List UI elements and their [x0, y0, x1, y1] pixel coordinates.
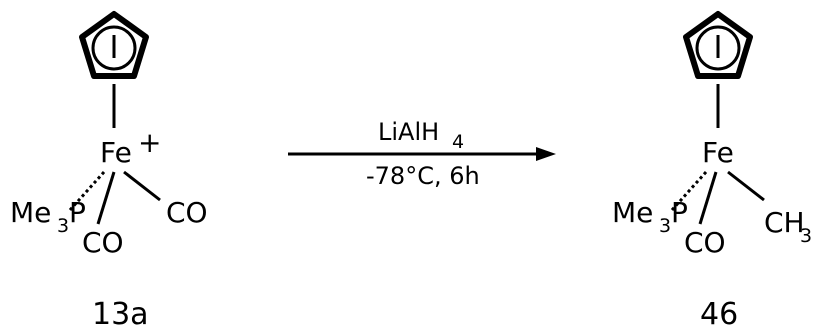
reactant-13a: Fe + Me 3 P CO CO 13a	[10, 11, 208, 332]
phosphine-sub-product: 3	[659, 215, 671, 237]
compound-label-46: 46	[700, 297, 738, 332]
co-bottom-product: CO	[684, 226, 726, 259]
compound-label-13a: 13a	[92, 297, 149, 332]
phosphine-sub-reactant: 3	[57, 215, 69, 237]
phosphine-me-product: Me	[612, 196, 653, 229]
cp-ring-reactant	[79, 11, 149, 79]
fe-atom-product: Fe	[702, 136, 734, 169]
fe-atom-reactant: Fe	[100, 136, 132, 169]
reaction-arrow-group: LiAlH 4 -78°C, 6h	[288, 118, 556, 190]
phosphine-p-product: P	[671, 196, 688, 229]
phosphine-p-reactant: P	[69, 196, 86, 229]
methyl-group: CH	[764, 206, 805, 239]
cp-ring-inner-circle-reactant	[91, 25, 137, 71]
fe-p-dashed-bond-product	[670, 170, 708, 212]
co-right-reactant: CO	[166, 196, 208, 229]
reagent-subscript: 4	[452, 131, 464, 153]
conditions-label: -78°C, 6h	[366, 162, 480, 190]
fe-co-bottom-bond-reactant	[96, 171, 116, 225]
fe-charge: +	[138, 126, 161, 159]
fe-co-bottom-bond-product	[698, 171, 718, 225]
co-bottom-reactant: CO	[82, 226, 124, 259]
arrow-head-icon	[536, 147, 556, 161]
fe-methyl-bond-product	[727, 170, 765, 202]
product-46: Fe Me 3 P CO CH 3 46	[612, 11, 812, 332]
cp-ring-product	[683, 11, 753, 79]
cp-ring-inner-circle-product	[695, 25, 741, 71]
methyl-subscript: 3	[800, 225, 812, 247]
fe-co-right-bond-reactant	[123, 170, 161, 202]
reagent-label: LiAlH	[378, 118, 439, 146]
phosphine-me-reactant: Me	[10, 196, 51, 229]
fe-p-dashed-bond-reactant	[68, 170, 106, 212]
